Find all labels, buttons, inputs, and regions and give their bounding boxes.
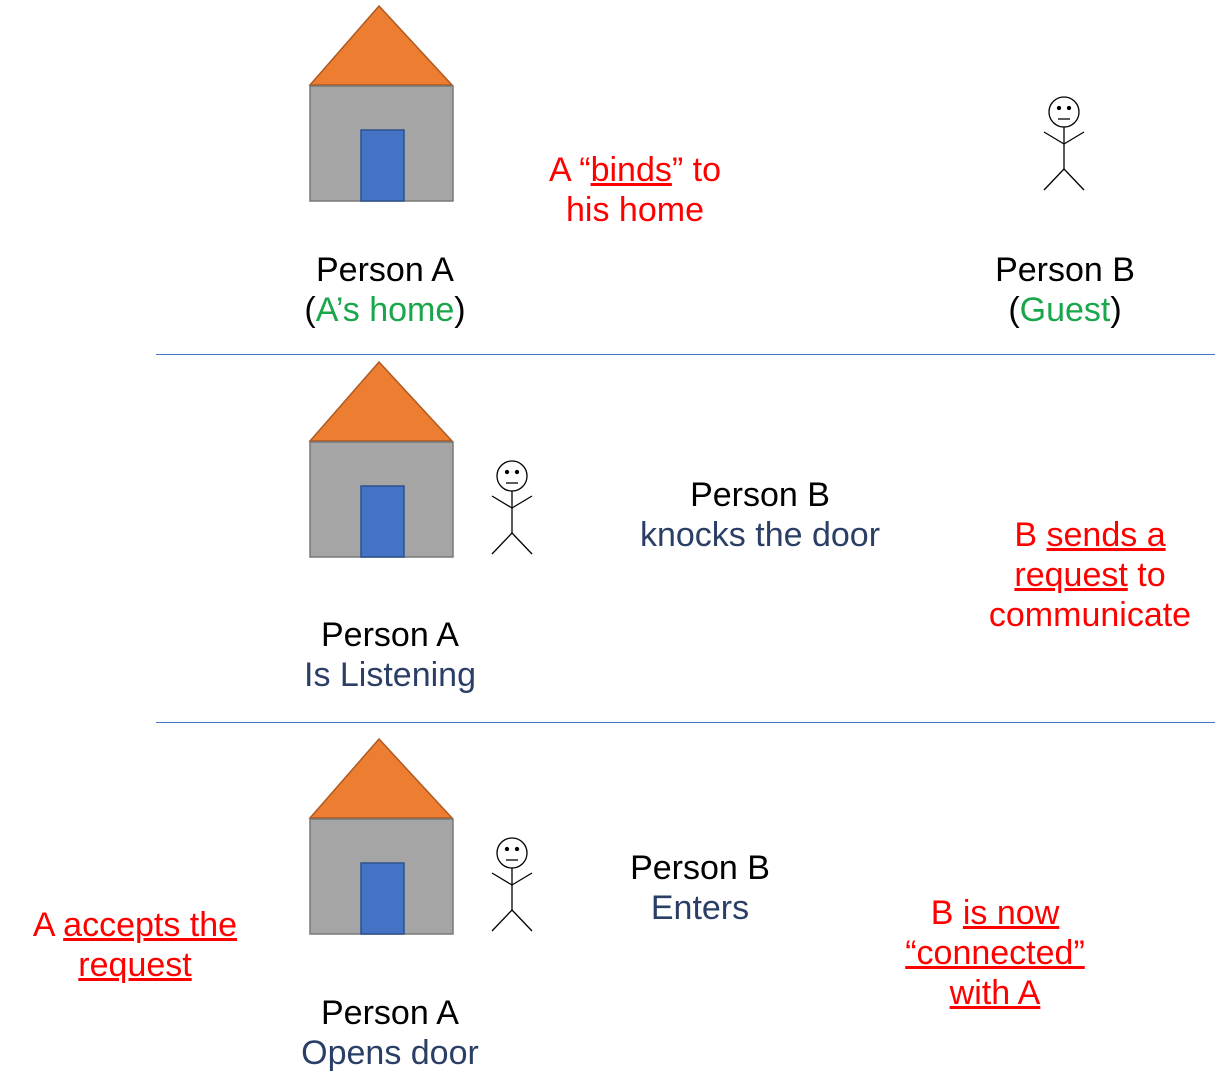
door <box>360 129 405 202</box>
house-icon-a <box>308 737 454 935</box>
stick-figure-icon-b <box>1043 96 1085 191</box>
label-person-a-2: Person A Is Listening <box>304 616 476 694</box>
house-icon-a <box>308 360 454 558</box>
label-person-b-2: Person B knocks the door <box>639 476 881 554</box>
roof <box>308 360 454 442</box>
stick-figure-icon-b <box>491 460 533 555</box>
door <box>360 862 405 935</box>
divider-top <box>156 354 1215 355</box>
note-binds: A “binds” to his home <box>549 151 721 229</box>
label-person-a-3: Person A Opens door <box>301 994 479 1072</box>
door <box>360 485 405 558</box>
note-accepts-request: A accepts the request <box>32 906 238 984</box>
label-person-b-1: Person B (Guest) <box>995 251 1135 329</box>
divider-bottom <box>156 722 1215 723</box>
stick-figure-icon-b <box>491 837 533 932</box>
house-icon-a <box>308 4 454 202</box>
note-sends-request: B sends a request to communicate <box>988 516 1192 634</box>
roof <box>308 4 454 86</box>
note-connected: B is now “connected” with A <box>905 894 1085 1012</box>
label-person-b-3: Person B Enters <box>630 849 770 927</box>
label-person-a-1: Person A (A’s home) <box>304 251 466 329</box>
roof <box>308 737 454 819</box>
